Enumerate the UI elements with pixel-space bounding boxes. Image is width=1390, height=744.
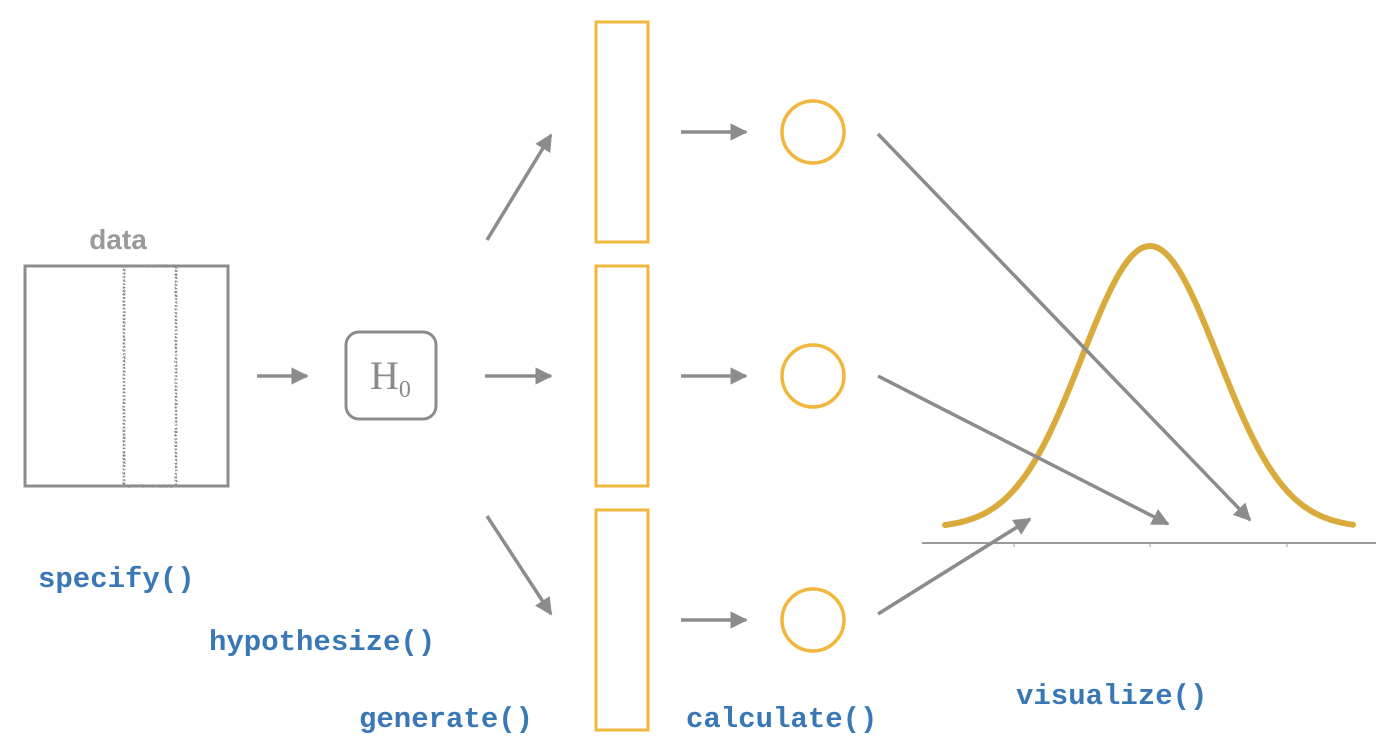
- specify-label: specify(): [38, 563, 195, 596]
- generate-label: generate(): [359, 703, 533, 736]
- hypothesis-box: H0: [344, 330, 438, 421]
- data-label: data: [89, 224, 147, 255]
- data-table: data: [23, 224, 230, 488]
- selected-column: [122, 264, 178, 488]
- statistic-circle-1: [780, 99, 846, 165]
- hypothesis-symbol: H0: [370, 353, 411, 403]
- arrow-hypothesis-to-sample-3: [485, 515, 553, 616]
- distribution-curve: [942, 242, 1356, 528]
- arrow-stat-2-to-distribution: [877, 374, 1170, 526]
- arrow-stat-3-to-distribution: [877, 517, 1032, 616]
- null-distribution: [922, 242, 1376, 547]
- hypothesis-subscript: 0: [399, 377, 411, 403]
- generated-sample-1: [594, 20, 650, 244]
- statistic-circle-2: [780, 343, 846, 409]
- hypothesis-frame: [344, 330, 438, 421]
- visualize-label: visualize(): [1016, 680, 1207, 713]
- generated-sample-3: [594, 508, 650, 732]
- hypothesis-letter: H: [370, 353, 399, 398]
- arrow-hypothesis-to-sample-1: [485, 133, 553, 241]
- calculate-label: calculate(): [686, 703, 877, 736]
- statistic-circle-3: [780, 587, 846, 653]
- data-table-frame: [23, 264, 230, 488]
- hypothesize-label: hypothesize(): [209, 626, 435, 659]
- arrow-stat-1-to-distribution: [876, 132, 1252, 522]
- generated-sample-2: [594, 264, 650, 488]
